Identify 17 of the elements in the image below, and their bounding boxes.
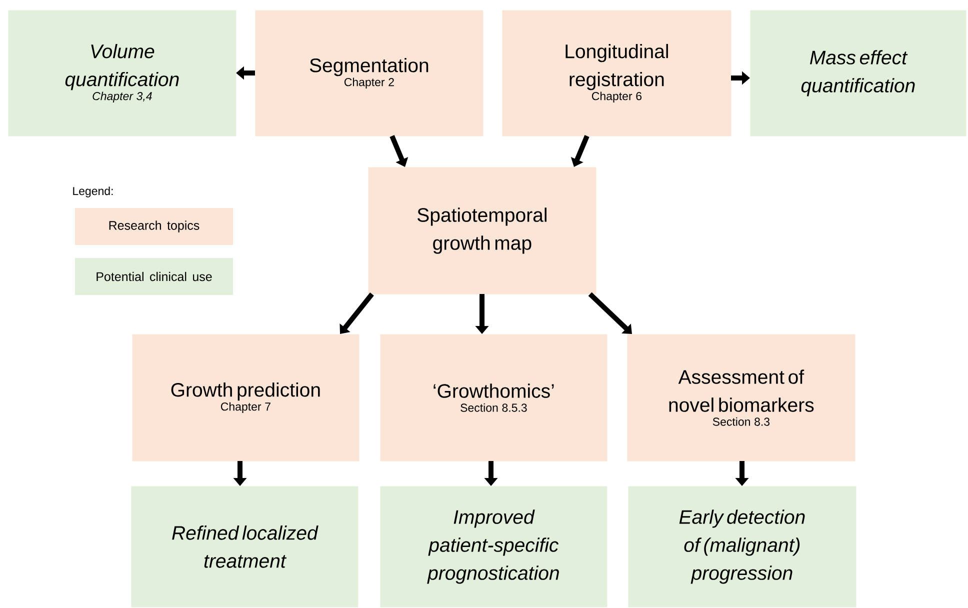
clinical-use-box: Refined localized treatment (131, 486, 358, 608)
arrow (588, 292, 632, 334)
topic-box: ‘Growthomics’ Section 8.5.3 (380, 334, 608, 462)
topic-box: Spatiotemporal growth map (368, 167, 596, 294)
clinical-use-box: Early detection of (malignant) progression (628, 486, 856, 608)
clinical-use-box: Improved patient-specific prognostication (380, 486, 608, 608)
topic-box: Segmentation Chapter 2 (255, 10, 484, 136)
clinical-use-box: Mass effect quantification (750, 10, 966, 136)
legend-item: Potential clinical use (75, 258, 233, 295)
clinical-use-box: Volume quantification Chapter 3,4 (8, 10, 236, 136)
arrow (340, 292, 374, 334)
arrow (390, 135, 408, 167)
topic-box: Assessment of novel biomarkers Section 8.3 (627, 334, 856, 462)
legend-heading: Legend: (73, 186, 113, 198)
topic-box: Growth prediction Chapter 7 (132, 334, 360, 462)
topic-box: Longitudinal registration Chapter 6 (502, 10, 732, 136)
legend-item: Research topics (75, 208, 233, 245)
